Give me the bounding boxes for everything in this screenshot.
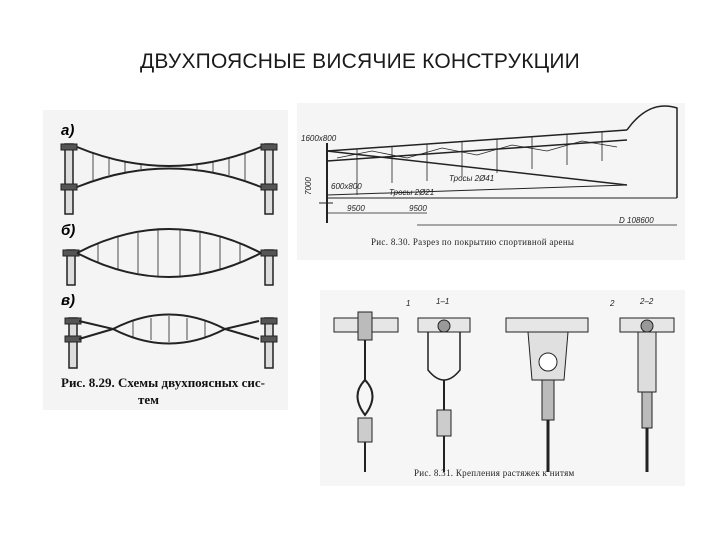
span-1-label: 9500 — [347, 204, 365, 213]
scheme-b — [62, 228, 278, 286]
section-label-1-1: 1–1 — [436, 297, 449, 306]
scheme-v — [64, 313, 278, 369]
figure-two-belt-schemes: а) б) — [43, 110, 288, 410]
slide-title: ДВУХПОЯСНЫЕ ВИСЯЧИЕ КОНСТРУКЦИИ — [140, 50, 580, 73]
diameter-label: D 108600 — [619, 216, 654, 225]
figure-829-caption-line2: тем — [138, 392, 160, 407]
arena-section-drawing: 1600х800 600х800 7000 Тросы 2Ø41 Тросы 2… — [301, 105, 678, 226]
figure-829-caption-line1: Рис. 8.29. Схемы двухпоясных сис- — [61, 375, 265, 390]
span-2-label: 9500 — [409, 204, 427, 213]
figure-stay-attachments: 1 1–1 2 2–2 Рис. 8.31. Крепления растяже… — [320, 290, 685, 486]
section-label-1: 1 — [406, 299, 410, 308]
scheme-label-b: б) — [61, 222, 75, 239]
cable-lower-label: Тросы 2Ø21 — [389, 188, 434, 197]
dim-mid: 600х800 — [331, 182, 362, 191]
cable-upper-label: Тросы 2Ø41 — [449, 174, 494, 183]
dim-top: 1600х800 — [301, 134, 337, 143]
schemes-drawing: а) б) — [60, 122, 278, 369]
section-label-2-2: 2–2 — [639, 297, 654, 306]
dim-vertical: 7000 — [304, 177, 313, 195]
figure-830-caption: Рис. 8.30. Разрез по покрытию спортивной… — [371, 237, 575, 247]
scheme-label-v: в) — [61, 292, 75, 309]
figure-831-caption: Рис. 8.31. Крепления растяжек к нитям — [414, 468, 575, 478]
scheme-a — [60, 143, 278, 215]
section-label-2: 2 — [609, 299, 615, 308]
scheme-label-a: а) — [61, 122, 74, 139]
attachments-drawing: 1 1–1 2 2–2 — [333, 297, 675, 472]
figure-arena-section: 1600х800 600х800 7000 Тросы 2Ø41 Тросы 2… — [297, 103, 685, 260]
